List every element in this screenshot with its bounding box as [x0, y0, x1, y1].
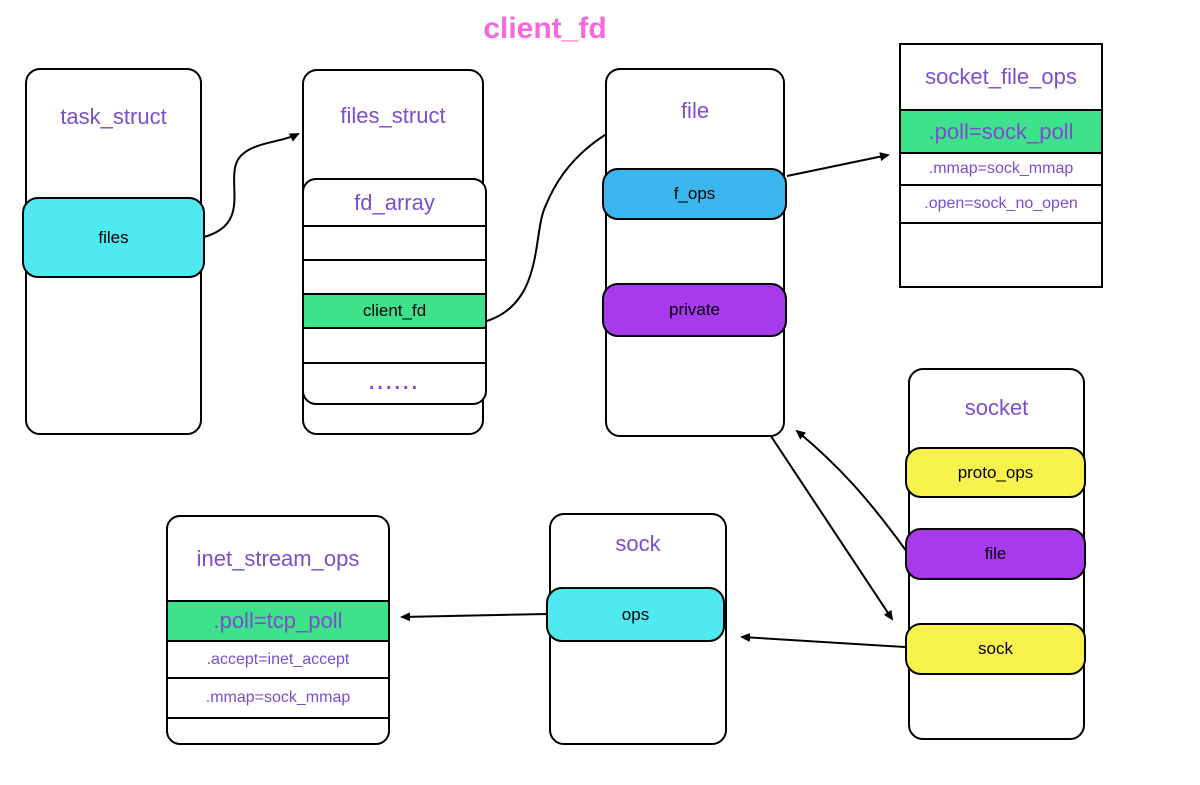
- field-socket-proto-ops[interactable]: proto_ops: [905, 447, 1086, 498]
- field-task-struct-files[interactable]: files: [22, 197, 205, 278]
- table-inet-stream-ops[interactable]: inet_stream_ops .poll=tcp_poll .accept=i…: [166, 515, 390, 745]
- diagram-title: client_fd: [483, 12, 607, 45]
- socket-file-ops-empty-row: [901, 222, 1101, 286]
- field-socket-proto-ops-label: proto_ops: [957, 462, 1034, 482]
- socket-file-ops-mmap-label: .mmap=sock_mmap: [928, 160, 1074, 177]
- inet-stream-ops-poll-row[interactable]: .poll=tcp_poll: [168, 600, 388, 640]
- socket-file-ops-open-label: .open=sock_no_open: [924, 195, 1078, 212]
- inet-stream-ops-title: inet_stream_ops: [196, 545, 360, 571]
- fd-array-title-row: fd_array: [304, 180, 485, 225]
- socket-file-ops-open-row: .open=sock_no_open: [901, 184, 1101, 222]
- field-file-f-ops-label: f_ops: [673, 184, 716, 203]
- socket-file-ops-title: socket_file_ops: [925, 64, 1077, 89]
- fd-array-client-fd-label: client_fd: [362, 301, 427, 320]
- field-file-private[interactable]: private: [602, 283, 787, 337]
- inet-stream-ops-accept-row: .accept=inet_accept: [168, 640, 388, 677]
- field-socket-sock[interactable]: sock: [905, 623, 1086, 675]
- inet-stream-ops-title-row: inet_stream_ops: [168, 517, 388, 600]
- edge-socket-file-to-file[interactable]: [795, 429, 908, 553]
- inet-stream-ops-poll-label: .poll=tcp_poll: [213, 608, 343, 633]
- inet-stream-ops-mmap-row: .mmap=sock_mmap: [168, 677, 388, 717]
- fd-array-empty-row: [304, 225, 485, 259]
- node-task-struct-title: task_struct: [60, 104, 167, 129]
- node-sock-title: sock: [615, 531, 661, 556]
- field-socket-file[interactable]: file: [905, 528, 1086, 580]
- node-files-struct-title: files_struct: [340, 103, 446, 128]
- field-socket-file-label: file: [984, 544, 1007, 563]
- node-file[interactable]: file: [605, 68, 785, 437]
- inet-stream-ops-accept-label: .accept=inet_accept: [206, 650, 350, 668]
- table-fd-array[interactable]: fd_array client_fd ......: [302, 178, 487, 405]
- inet-stream-ops-mmap-label: .mmap=sock_mmap: [205, 689, 351, 706]
- socket-file-ops-mmap-row: .mmap=sock_mmap: [901, 152, 1101, 184]
- field-socket-sock-label: sock: [978, 639, 1013, 658]
- field-file-private-label: private: [668, 300, 721, 319]
- node-socket-title: socket: [964, 395, 1029, 420]
- fd-array-client-fd-row[interactable]: client_fd: [304, 293, 485, 327]
- socket-file-ops-poll-label: .poll=sock_poll: [928, 118, 1074, 144]
- edge-socket-sock-to-sock[interactable]: [740, 632, 906, 648]
- fd-array-empty-row: [304, 259, 485, 293]
- inet-stream-ops-empty-row: [168, 717, 388, 743]
- field-sock-ops-label: ops: [621, 604, 650, 624]
- socket-file-ops-title-row: socket_file_ops: [901, 45, 1101, 109]
- fd-array-dots-row: ......: [304, 362, 485, 403]
- edge-f-ops-to-socket-file-ops[interactable]: [786, 152, 890, 177]
- field-task-struct-files-label: files: [98, 227, 129, 247]
- fd-array-dots-label: ......: [368, 372, 421, 394]
- socket-file-ops-poll-row[interactable]: .poll=sock_poll: [901, 109, 1101, 152]
- edge-sock-ops-to-inet-stream-ops[interactable]: [400, 612, 548, 622]
- edge-files-to-files-struct[interactable]: [203, 133, 300, 238]
- fd-array-title: fd_array: [354, 189, 435, 215]
- field-file-f-ops[interactable]: f_ops: [602, 168, 787, 220]
- node-file-title: file: [680, 98, 710, 123]
- fd-array-empty-row: [304, 327, 485, 362]
- table-socket-file-ops[interactable]: socket_file_ops .poll=sock_poll .mmap=so…: [899, 43, 1103, 288]
- field-sock-ops[interactable]: ops: [546, 587, 725, 642]
